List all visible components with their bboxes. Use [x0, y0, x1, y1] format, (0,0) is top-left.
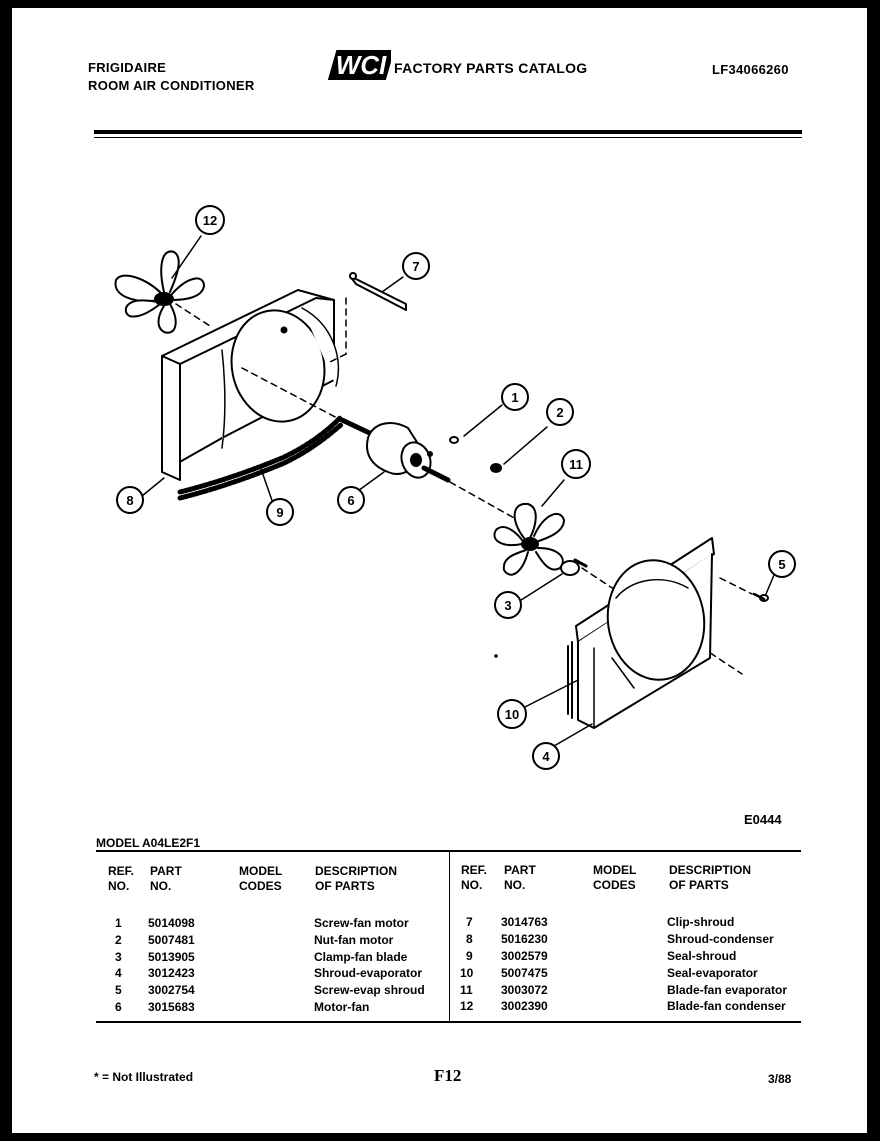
part-no: 3014763: [501, 915, 548, 929]
ref-no: 8: [466, 932, 473, 946]
ref-no: 12: [460, 999, 474, 1013]
evaporator-shroud: [575, 537, 715, 729]
svg-text:12: 12: [203, 213, 217, 228]
ref-no: 4: [115, 966, 122, 980]
condenser-fan-blade: [114, 250, 205, 334]
fan-motor: [339, 417, 451, 483]
header-desc-right: DESCRIPTION OF PARTS: [669, 863, 752, 892]
ref-no: 10: [460, 966, 474, 980]
part-description: Clip-shroud: [667, 915, 735, 929]
header-codes-right: MODEL CODES: [593, 863, 637, 892]
part-description: Clamp-fan blade: [314, 950, 408, 964]
header-part-left: PART NO.: [150, 864, 182, 893]
svg-text:6: 6: [347, 493, 354, 508]
shroud-seal: [177, 415, 345, 501]
callout-4: 4: [532, 742, 560, 770]
svg-text:9: 9: [276, 505, 283, 520]
callout-8: 8: [116, 486, 144, 514]
part-no: 5007475: [501, 966, 548, 980]
callout-1: 1: [501, 383, 529, 411]
page-number: F12: [434, 1066, 462, 1085]
callout-markers: 1 2 3 4 5 6 7 8 9 10 11 12: [116, 205, 796, 770]
product-type: ROOM AIR CONDITIONER: [88, 78, 255, 93]
callout-6: 6: [337, 486, 365, 514]
svg-text:10: 10: [505, 707, 519, 722]
svg-text:3: 3: [504, 598, 511, 613]
part-description: Blade-fan condenser: [667, 999, 786, 1013]
svg-text:1: 1: [511, 390, 518, 405]
part-no: 5007481: [148, 933, 195, 947]
part-no: 5013905: [148, 950, 195, 964]
callout-7: 7: [402, 252, 430, 280]
header-desc-left: DESCRIPTION OF PARTS: [315, 864, 398, 893]
nut-fan-motor: [490, 463, 502, 473]
ref-no: 3: [115, 950, 122, 964]
exploded-diagram: 1 2 3 4 5 6 7 8 9 10 11 12: [114, 205, 796, 770]
evaporator-seal: [567, 641, 573, 719]
table-column-divider: [449, 851, 450, 1023]
part-no: 5014098: [148, 916, 195, 930]
part-no: 5016230: [501, 932, 548, 946]
part-description: Shroud-evaporator: [314, 966, 423, 980]
header-rule-thick: [94, 130, 802, 134]
ref-no: 9: [466, 949, 473, 963]
ref-no: 2: [115, 933, 122, 947]
catalog-code: LF34066260: [712, 62, 789, 77]
screw-fan-motor: [449, 436, 459, 444]
header-part-right: PART NO.: [504, 863, 536, 892]
footnote: * = Not Illustrated: [94, 1070, 194, 1084]
part-description: Nut-fan motor: [314, 933, 394, 947]
ref-no: 11: [460, 983, 473, 997]
figure-code: E0444: [744, 812, 782, 827]
brand-name: FRIGIDAIRE: [88, 60, 167, 75]
svg-text:4: 4: [542, 749, 550, 764]
table-top-rule: [96, 850, 801, 852]
callout-5: 5: [768, 550, 796, 578]
part-description: Shroud-condenser: [667, 932, 774, 946]
svg-text:2: 2: [556, 405, 563, 420]
ref-no: 7: [466, 915, 473, 929]
clamp-fan-blade: [560, 558, 588, 576]
ref-no: 1: [115, 916, 122, 930]
part-description: Screw-evap shroud: [314, 983, 425, 997]
screw-evap-shroud: [752, 592, 769, 602]
part-description: Seal-shroud: [667, 949, 737, 963]
part-no: 3002754: [148, 983, 195, 997]
part-no: 3012423: [148, 966, 195, 980]
header-ref-right: REF. NO.: [461, 863, 488, 892]
catalog-title: FACTORY PARTS CATALOG: [394, 60, 588, 76]
svg-text:11: 11: [569, 457, 583, 472]
header-ref-left: REF. NO.: [108, 864, 135, 893]
part-no: 3002579: [501, 949, 548, 963]
part-description: Blade-fan evaporator: [667, 983, 788, 997]
ref-no: 6: [115, 1000, 122, 1014]
svg-text:7: 7: [412, 259, 419, 274]
header-rule-thin: [94, 137, 802, 138]
model-label: MODEL A04LE2F1: [96, 836, 201, 850]
part-description: Screw-fan motor: [314, 916, 409, 930]
ref-no: 5: [115, 983, 122, 997]
callout-11: 11: [561, 449, 591, 479]
svg-text:5: 5: [778, 557, 785, 572]
part-no: 3002390: [501, 999, 548, 1013]
condenser-shroud: [161, 289, 340, 481]
table-bottom-rule: [96, 1021, 801, 1023]
callout-12: 12: [195, 205, 225, 235]
catalog-page: FRIGIDAIRE ROOM AIR CONDITIONER WCI FACT…: [12, 8, 867, 1133]
callout-2: 2: [546, 398, 574, 426]
part-no: 3003072: [501, 983, 548, 997]
svg-text:8: 8: [126, 493, 133, 508]
part-description: Motor-fan: [314, 1000, 370, 1014]
header-codes-left: MODEL CODES: [239, 864, 283, 893]
catalog-date: 3/88: [768, 1072, 792, 1086]
part-description: Seal-evaporator: [667, 966, 758, 980]
callout-9: 9: [266, 498, 294, 526]
evaporator-fan-blade: [493, 502, 565, 576]
callout-10: 10: [497, 699, 527, 729]
clip-shroud: [329, 272, 407, 363]
part-no: 3015683: [148, 1000, 195, 1014]
callout-3: 3: [494, 591, 522, 619]
logo-text: WCI: [336, 50, 387, 80]
wci-logo: WCI: [327, 50, 391, 80]
